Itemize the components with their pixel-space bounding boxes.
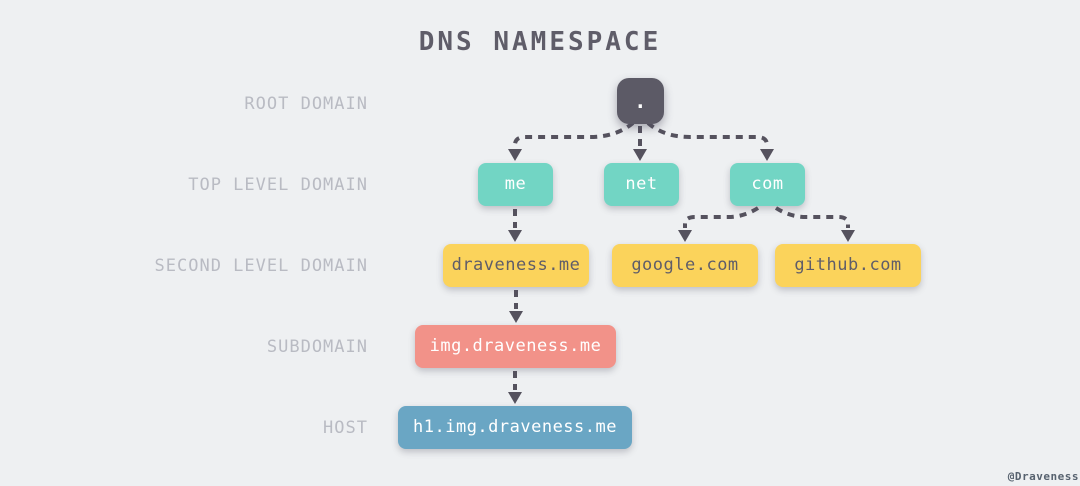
arrowhead-to-net xyxy=(633,149,647,161)
arrowhead-to-h1-img-draveness-me xyxy=(508,392,522,404)
edge-root-to-me xyxy=(513,121,635,147)
arrowhead-to-me xyxy=(508,149,522,161)
watermark: @Draveness xyxy=(1007,470,1079,483)
node-draveness-me: draveness.me xyxy=(443,244,589,287)
node-github-com: github.com xyxy=(775,244,921,287)
arrowhead-to-draveness-me xyxy=(508,230,522,242)
node-img-draveness-me: img.draveness.me xyxy=(415,325,616,368)
node-h1-img-draveness-me: h1.img.draveness.me xyxy=(398,406,632,449)
node-com: com xyxy=(730,163,805,206)
row-label-host: HOST xyxy=(323,418,368,438)
row-label-second-level-domain: SECOND LEVEL DOMAIN xyxy=(154,256,368,276)
node-google-com: google.com xyxy=(612,244,758,287)
row-label-subdomain: SUBDOMAIN xyxy=(266,337,368,357)
node-net: net xyxy=(604,163,679,206)
node-me: me xyxy=(478,163,553,206)
edge-root-to-com xyxy=(646,121,769,147)
diagram-title: DNS NAMESPACE xyxy=(418,27,662,57)
edge-com-to-google-com xyxy=(683,206,760,228)
row-label-root-domain: ROOT DOMAIN xyxy=(244,94,368,114)
row-label-top-level-domain: TOP LEVEL DOMAIN xyxy=(188,175,368,195)
arrowhead-to-img-draveness-me xyxy=(509,311,523,323)
arrowhead-to-github-com xyxy=(841,230,855,242)
edge-com-to-github-com xyxy=(774,206,850,228)
arrowhead-to-com xyxy=(760,149,774,161)
node-root: . xyxy=(617,78,664,124)
arrowhead-to-google-com xyxy=(678,230,692,242)
